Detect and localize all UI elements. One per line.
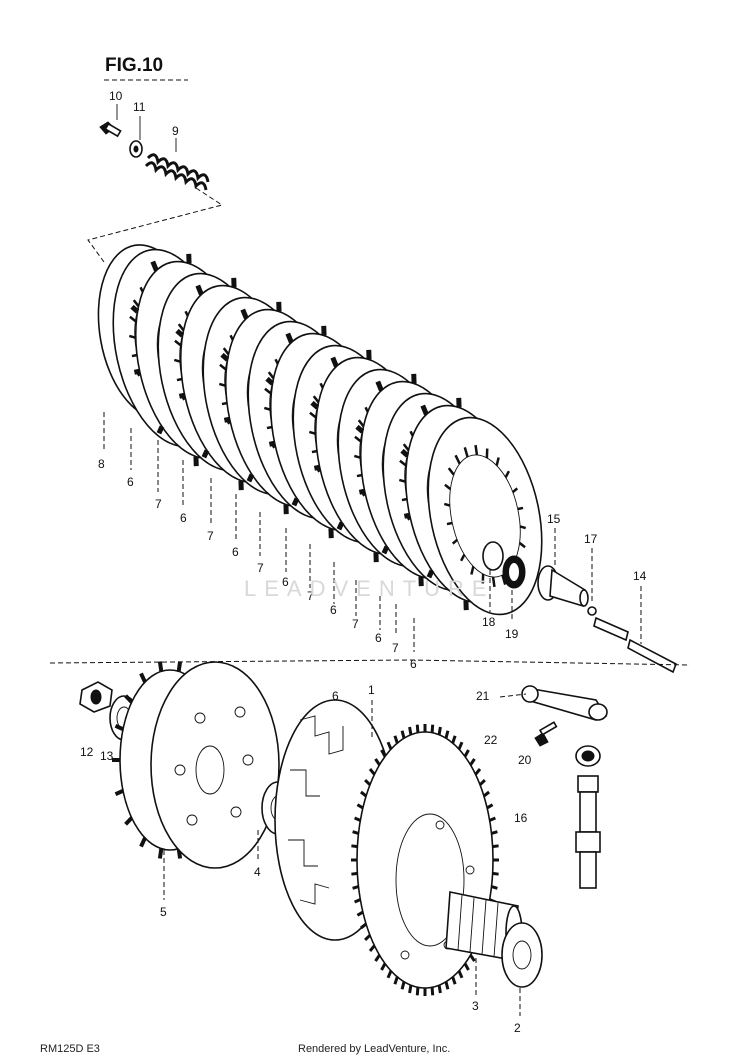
footer-credit: Rendered by LeadVenture, Inc. bbox=[298, 1043, 450, 1055]
callout-14: 14 bbox=[633, 569, 647, 583]
callout-6: 6 bbox=[332, 689, 339, 703]
callout-7: 7 bbox=[392, 641, 399, 655]
callout-4: 4 bbox=[254, 865, 261, 879]
callout-6: 6 bbox=[375, 631, 382, 645]
model-code: RM125D E3 bbox=[40, 1043, 100, 1055]
clutch-spring-bolt bbox=[99, 121, 122, 138]
callout-6: 6 bbox=[127, 475, 134, 489]
callout-9: 9 bbox=[172, 124, 179, 138]
callout-6: 6 bbox=[232, 545, 239, 559]
clutch-push-rod bbox=[593, 616, 677, 674]
steel-ball bbox=[587, 606, 597, 616]
callout-20: 20 bbox=[518, 753, 532, 767]
callout-5: 5 bbox=[160, 905, 167, 919]
clutch-plate-stack bbox=[112, 248, 543, 616]
oil-seal-19 bbox=[502, 555, 526, 589]
callout-15: 15 bbox=[547, 512, 561, 526]
callout-6: 6 bbox=[330, 603, 337, 617]
callout-22: 22 bbox=[484, 733, 498, 747]
figure-title: FIG.10 bbox=[105, 55, 163, 76]
callout-11: 11 bbox=[133, 100, 146, 114]
callout-7: 7 bbox=[207, 529, 214, 543]
clutch-sleeve-hub bbox=[112, 661, 280, 869]
leader-lines bbox=[103, 412, 642, 1016]
callout-10: 10 bbox=[109, 89, 123, 103]
callout-7: 7 bbox=[155, 497, 162, 511]
arm-bolt bbox=[534, 721, 558, 747]
callout-16: 16 bbox=[514, 811, 528, 825]
clutch-release-shaft bbox=[575, 775, 601, 889]
callout-21: 21 bbox=[476, 689, 490, 703]
callout-2: 2 bbox=[514, 1021, 521, 1035]
washer-18 bbox=[482, 541, 504, 571]
callout-7: 7 bbox=[307, 589, 314, 603]
clutch-spring bbox=[144, 153, 210, 191]
washer-11 bbox=[129, 140, 143, 158]
callout-12: 12 bbox=[80, 745, 94, 759]
callout-3: 3 bbox=[472, 999, 479, 1013]
callout-labels: 10 11 9 8 6 7 6 7 6 7 6 7 6 7 6 7 6 6 18… bbox=[80, 89, 647, 1035]
callout-13: 13 bbox=[100, 749, 114, 763]
callout-17: 17 bbox=[584, 532, 598, 546]
clutch-release-arm bbox=[521, 685, 608, 721]
plate-bore bbox=[449, 454, 521, 578]
callout-18: 18 bbox=[482, 615, 496, 629]
clutch-sleeve-hub-nut bbox=[79, 681, 113, 713]
callout-7: 7 bbox=[352, 617, 359, 631]
oil-seal-20 bbox=[575, 745, 601, 767]
release-rod-15 bbox=[537, 565, 589, 608]
callout-19: 19 bbox=[505, 627, 519, 641]
callout-6: 6 bbox=[180, 511, 187, 525]
callout-7: 7 bbox=[257, 561, 264, 575]
watermark: LEADVENTURE bbox=[244, 576, 495, 601]
callout-6: 6 bbox=[410, 657, 417, 671]
callout-6: 6 bbox=[282, 575, 289, 589]
callout-1: 1 bbox=[368, 683, 375, 697]
callout-8: 8 bbox=[98, 457, 105, 471]
washer-2 bbox=[501, 922, 543, 988]
